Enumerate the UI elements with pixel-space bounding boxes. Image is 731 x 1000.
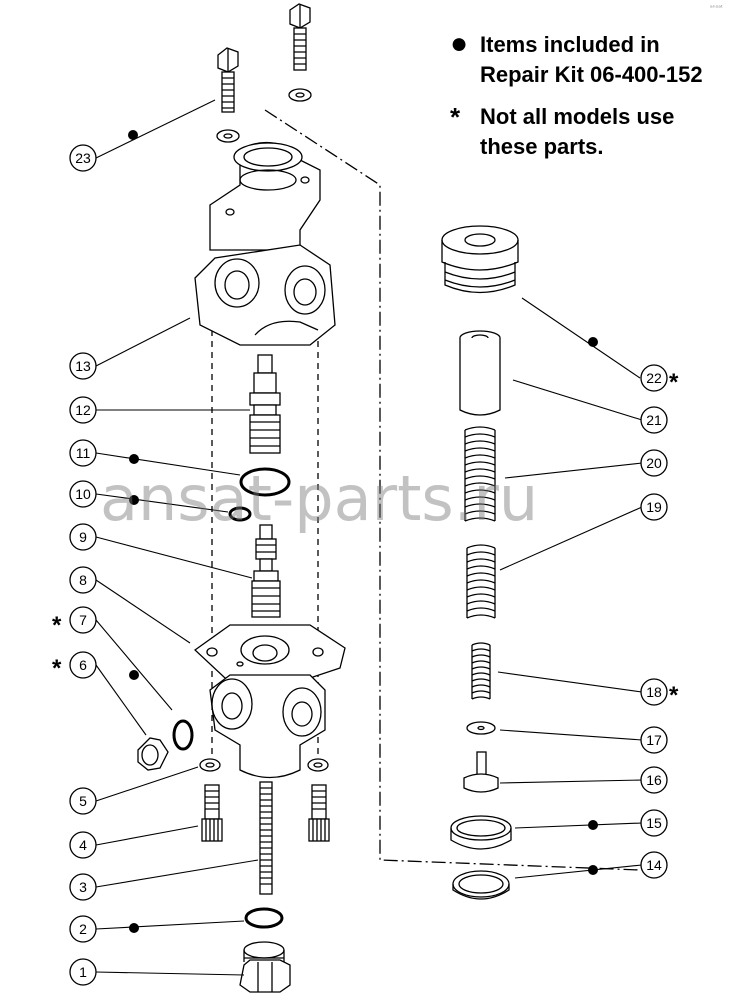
legend-kit-text-1: Items included in (480, 32, 660, 57)
callout-label-7: 7 (79, 612, 87, 628)
callout-7: 7 (69, 606, 97, 634)
o-ring-10 (228, 506, 252, 522)
leader-lines (95, 99, 643, 976)
callout-label-15: 15 (646, 815, 662, 831)
callout-14: 14 (640, 851, 668, 879)
plug-1 (239, 941, 291, 993)
screw-4-right (308, 784, 330, 842)
kit-markers (128, 130, 598, 933)
callout-10: 10 (69, 480, 97, 508)
callout-6: 6 (69, 651, 97, 679)
callout-4: 4 (69, 831, 97, 859)
assembly-guide-line (264, 109, 641, 871)
callout-20: 20 (640, 449, 668, 477)
callout-label-3: 3 (79, 879, 87, 895)
spring-19 (466, 544, 496, 619)
callout-21: 21 (640, 406, 668, 434)
o-ring-2 (244, 907, 284, 929)
asterisk-mark-18: * (669, 682, 679, 709)
asterisk-mark-7: * (52, 612, 62, 639)
legend: ● Items included in Repair Kit 06-400-15… (450, 27, 720, 174)
legend-kit-text-2: Repair Kit 06-400-152 (480, 62, 703, 87)
callout-label-22: 22 (646, 370, 662, 386)
spring-18 (471, 642, 491, 700)
callout-label-13: 13 (75, 358, 91, 374)
callout-label-11: 11 (76, 445, 91, 461)
callout-label-4: 4 (79, 837, 87, 853)
callout-label-10: 10 (75, 486, 91, 502)
piston-21 (459, 330, 501, 416)
o-ring-11 (239, 467, 291, 497)
callout-22: 22 (640, 364, 668, 392)
stud-3 (259, 781, 273, 895)
legend-asterisk-row: * Not all models use these parts. (450, 102, 720, 162)
callout-label-16: 16 (646, 772, 662, 788)
callout-23: 23 (69, 144, 97, 172)
ring-14 (452, 870, 510, 900)
callout-2: 2 (69, 915, 97, 943)
asterisk-mark-6: * (52, 655, 62, 682)
bolt-right (288, 3, 312, 102)
callout-16: 16 (640, 766, 668, 794)
callout-5: 5 (69, 787, 97, 815)
callout-19: 19 (640, 493, 668, 521)
kit-bullet-icon: ● (450, 27, 469, 60)
callout-label-18: 18 (646, 684, 662, 700)
callout-label-6: 6 (79, 657, 87, 673)
piston-9 (251, 524, 281, 618)
bolt-left (216, 47, 240, 143)
callout-1: 1 (69, 958, 97, 986)
washer-5-right (307, 758, 329, 772)
legend-asterisk-text-2: these parts. (480, 134, 604, 159)
callout-18: 18 (640, 678, 668, 706)
o-ring-7 (172, 719, 194, 751)
washer-5-left (199, 758, 221, 772)
callout-label-1: 1 (79, 964, 87, 980)
upper-valve-body (194, 141, 336, 346)
callout-label-19: 19 (646, 499, 662, 515)
callout-15: 15 (640, 809, 668, 837)
callout-label-2: 2 (79, 921, 87, 937)
callout-label-21: 21 (646, 412, 662, 428)
callout-9: 9 (69, 523, 97, 551)
callout-label-23: 23 (75, 150, 91, 166)
callout-label-8: 8 (79, 572, 87, 588)
legend-asterisk-text-1: Not all models use (480, 104, 675, 129)
lower-valve-body (193, 624, 346, 779)
asterisk-mark-22: * (669, 369, 679, 396)
callout-label-5: 5 (79, 793, 87, 809)
asterisk-icon: * (450, 102, 461, 132)
callout-label-20: 20 (646, 455, 662, 471)
callout-8: 8 (69, 566, 97, 594)
callout-label-12: 12 (75, 402, 91, 418)
diaphragm-22 (441, 225, 519, 294)
callout-label-14: 14 (646, 857, 662, 873)
screw-4-left (201, 784, 223, 842)
spring-20 (464, 426, 496, 522)
valve-16 (463, 751, 499, 793)
seal-15 (450, 815, 512, 850)
legend-kit-row: ● Items included in Repair Kit 06-400-15… (450, 27, 720, 90)
piston-12 (249, 354, 281, 454)
callout-3: 3 (69, 873, 97, 901)
callout-12: 12 (69, 396, 97, 424)
callout-13: 13 (69, 352, 97, 380)
callout-label-9: 9 (79, 529, 87, 545)
corner-mark: ᵃⁿˢᵃᵗ (710, 4, 723, 12)
disc-17 (466, 721, 496, 735)
callout-label-17: 17 (646, 732, 662, 748)
callout-17: 17 (640, 726, 668, 754)
plug-6 (137, 737, 169, 771)
callout-11: 11 (69, 439, 97, 467)
